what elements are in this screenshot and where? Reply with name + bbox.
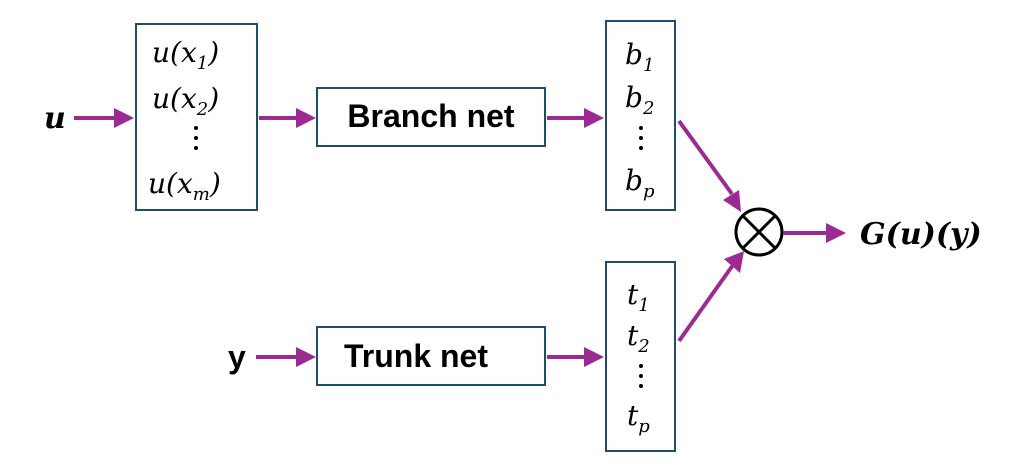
trunk-net-box <box>316 326 546 386</box>
trunk-output-1: t1 <box>627 278 650 316</box>
branch-output-1: b1 <box>625 38 654 76</box>
arrow-product-to-output <box>783 223 846 243</box>
sensor-value-m: u(xm) <box>148 167 221 205</box>
branch-output-p: bp <box>625 164 655 202</box>
arrow-branch-to-outputs <box>547 108 604 128</box>
branch-output-vdots <box>639 126 643 150</box>
arrow-trunk-to-product <box>677 251 744 343</box>
sensor-vdots <box>194 126 198 150</box>
sensor-value-2: u(x2) <box>152 82 219 120</box>
trunk-output-p: tp <box>627 399 650 437</box>
arrow-sensors-to-branch <box>259 108 316 128</box>
branch-outputs-box <box>605 20 676 211</box>
arrow-trunk-to-outputs <box>547 347 604 367</box>
trunk-outputs-box <box>605 261 676 452</box>
sensor-values-box <box>135 23 258 211</box>
trunk-net-label: Trunk net <box>344 338 488 374</box>
input-y-label: y <box>228 339 246 375</box>
arrow-u-to-sensors <box>74 108 134 128</box>
branch-net-box <box>316 87 546 147</box>
output-label: G(u)(y) <box>860 217 982 252</box>
sensor-value-1: u(x1) <box>152 36 219 74</box>
input-u-label: u <box>44 101 66 136</box>
otimes-icon <box>734 207 784 257</box>
arrow-branch-to-product <box>677 119 741 212</box>
branch-output-2: b2 <box>625 81 654 119</box>
branch-net-label: Branch net <box>347 98 514 134</box>
arrow-y-to-trunk <box>256 347 316 367</box>
trunk-output-vdots <box>639 364 643 388</box>
trunk-output-2: t2 <box>627 319 650 357</box>
